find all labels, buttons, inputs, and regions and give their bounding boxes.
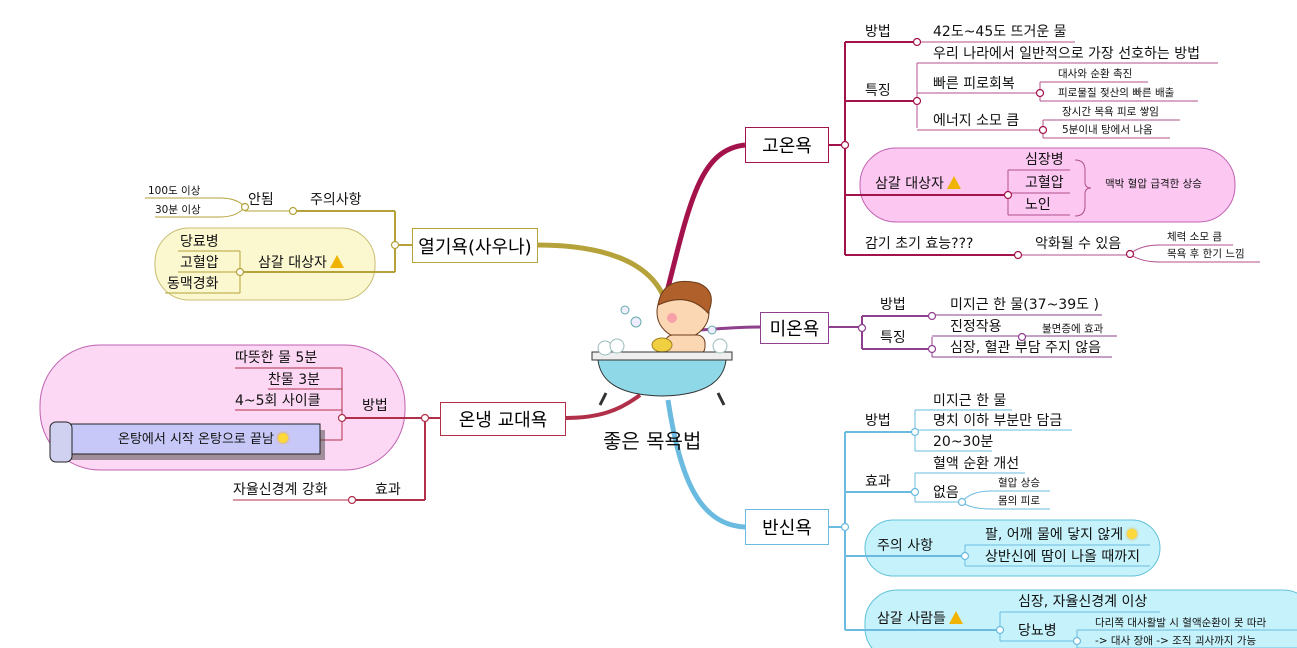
half-caution-item[interactable]: 팔, 어깨 물에 닿지 않게 (985, 527, 1138, 544)
hot-avoid-item[interactable]: 노인 (1025, 197, 1051, 213)
hot-avoid-item[interactable]: 고혈압 (1025, 175, 1064, 191)
half-avoid[interactable]: 삼갈 사람들 (877, 611, 963, 628)
half-avoid-item[interactable]: 심장, 자율신경계 이상 (1018, 594, 1148, 610)
hot-cold-item[interactable]: 체력 소모 큼 (1167, 231, 1222, 243)
sauna-avoid-item[interactable]: 동맥경화 (167, 276, 219, 292)
central-topic[interactable]: 좋은 목욕법 (603, 429, 702, 453)
alternate-effect[interactable]: 효과 (375, 482, 401, 498)
warm-feature[interactable]: 특징 (880, 330, 906, 346)
half-avoid-item[interactable]: 당뇨병 (1018, 623, 1057, 639)
half-effect-item[interactable]: 혈액 순환 개선 (933, 456, 1020, 472)
half-caution-item[interactable]: 상반신에 땀이 나올 때까지 (985, 549, 1141, 565)
hot-recovery-item[interactable]: 피로물질 젖산의 빠른 배출 (1058, 87, 1175, 99)
half-caution-text: 팔, 어깨 물에 닿지 않게 (985, 527, 1124, 543)
alternate-method-item[interactable]: 따뜻한 물 5분 (235, 350, 318, 366)
cloud-half-caution (864, 519, 1161, 577)
warning-icon (329, 255, 344, 268)
hot-feature-item[interactable]: 우리 나라에서 일반적으로 가장 선호하는 방법 (933, 46, 1200, 62)
note-text: 온탕에서 시작 온탕으로 끝남 (118, 432, 274, 447)
alternate-method-note[interactable]: 온탕에서 시작 온탕으로 끝남 (118, 431, 288, 448)
hot-recovery-item[interactable]: 대사와 순환 촉진 (1058, 68, 1133, 80)
warm-feature-item[interactable]: 심장, 혈관 부담 주지 않음 (950, 340, 1102, 356)
hot-avoid-reason[interactable]: 맥박 혈압 급격한 상승 (1105, 178, 1202, 190)
hot-avoid-item[interactable]: 심장병 (1025, 152, 1064, 168)
hot-avoid-label: 삼갈 대상자 (875, 176, 944, 192)
sauna-avoid-label: 삼갈 대상자 (258, 255, 327, 271)
topic-alternate-bath[interactable]: 온냉 교대욕 (440, 402, 566, 436)
hot-feature-item[interactable]: 빠른 피로회복 (933, 76, 1015, 92)
half-caution[interactable]: 주의 사항 (877, 538, 933, 554)
hot-cold[interactable]: 감기 초기 효능??? (865, 236, 974, 252)
half-none-item[interactable]: 몸의 피로 (998, 495, 1040, 507)
sauna-avoid-item[interactable]: 고혈압 (180, 255, 219, 271)
hot-energy-item[interactable]: 5분이내 탕에서 나옴 (1062, 124, 1153, 136)
hot-method[interactable]: 방법 (865, 24, 891, 40)
alternate-method[interactable]: 방법 (362, 398, 388, 414)
hot-cold-sub[interactable]: 악화될 수 있음 (1035, 236, 1122, 252)
half-effect[interactable]: 효과 (865, 474, 891, 490)
hot-feature[interactable]: 특징 (865, 83, 891, 99)
half-none-item[interactable]: 혈압 상승 (998, 477, 1040, 489)
half-method-item[interactable]: 20~30분 (933, 434, 994, 450)
hot-cold-item[interactable]: 목욕 후 한기 느낌 (1167, 248, 1245, 260)
warning-icon (948, 611, 963, 624)
warm-feature-item[interactable]: 진정작용 (950, 319, 1002, 335)
hot-feature-item[interactable]: 에너지 소모 큼 (933, 113, 1020, 129)
cloud-sauna-avoid (154, 227, 376, 301)
cloud-half-avoid (864, 589, 1297, 648)
sauna-avoid[interactable]: 삼갈 대상자 (258, 255, 344, 272)
sauna-caution-sub[interactable]: 안됨 (248, 192, 274, 208)
alternate-method-item[interactable]: 찬물 3분 (268, 372, 320, 388)
lightbulb-icon (1127, 529, 1138, 539)
alternate-method-item[interactable]: 4~5회 사이클 (235, 393, 321, 409)
topic-hot-bath[interactable]: 고온욕 (745, 127, 829, 163)
alternate-effect-item[interactable]: 자율신경계 강화 (233, 482, 328, 498)
sauna-caution-item[interactable]: 100도 이상 (148, 185, 201, 197)
sauna-caution[interactable]: 주의사항 (310, 192, 362, 208)
topic-sauna[interactable]: 열기욕(사우나) (412, 228, 538, 263)
half-effect-item[interactable]: 없음 (933, 485, 959, 501)
lightbulb-icon (277, 433, 288, 443)
half-diabetes-item[interactable]: 다리쪽 대사활발 시 혈액순환이 못 따라 (1095, 617, 1267, 629)
half-method-item[interactable]: 미지근 한 물 (933, 393, 1007, 409)
cloud-hot-avoid (859, 147, 1236, 223)
warm-method[interactable]: 방법 (880, 297, 906, 313)
topic-warm-bath[interactable]: 미온욕 (760, 312, 829, 344)
hot-energy-item[interactable]: 장시간 목욕 피로 쌓임 (1062, 106, 1159, 118)
hot-avoid[interactable]: 삼갈 대상자 (875, 176, 961, 193)
warm-calm-item[interactable]: 불면증에 효과 (1042, 323, 1104, 335)
bathtub-illustration (591, 280, 733, 406)
topic-half-bath[interactable]: 반신욕 (745, 509, 829, 545)
half-method-item[interactable]: 명치 이하 부분만 담금 (933, 413, 1063, 429)
hot-method-item[interactable]: 42도~45도 뜨거운 물 (933, 24, 1067, 40)
sauna-caution-item[interactable]: 30분 이상 (155, 204, 201, 216)
half-diabetes-item[interactable]: -> 대사 장애 -> 조직 괴사까지 가능 (1095, 635, 1257, 647)
half-avoid-label: 삼갈 사람들 (877, 611, 946, 627)
warning-icon (946, 176, 961, 189)
sauna-avoid-item[interactable]: 당료병 (180, 234, 219, 250)
warm-method-item[interactable]: 미지근 한 물(37~39도 ) (950, 297, 1099, 313)
half-method[interactable]: 방법 (865, 413, 891, 429)
